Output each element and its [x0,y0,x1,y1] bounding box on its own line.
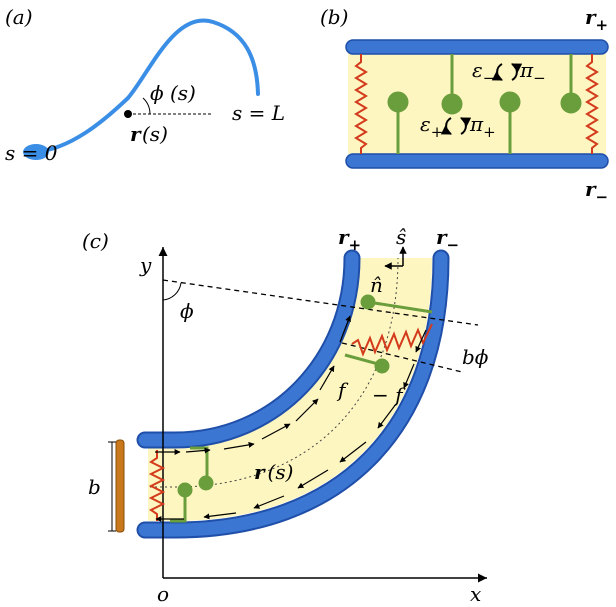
panel-b-label: (b) [320,5,348,29]
motor-head [198,475,214,491]
filament-bottom [345,153,609,169]
label-r-minus: r− [585,177,608,206]
label-minus-f: − f [372,383,406,407]
rate-arrow-plus-2 [460,117,472,135]
crosslinker-spring [351,323,433,357]
normal-line-2 [341,342,463,373]
label-r-plus: r+ [338,225,361,254]
label-pi-minus: π− [519,58,546,87]
phi-label: ϕ [180,299,194,323]
label-b-phi: bϕ [462,345,489,369]
n-hat-label: n̂ [370,273,383,297]
filament-top [345,39,609,55]
motor-head [387,91,409,113]
centerline [150,257,399,488]
s-hat-label: ŝ [396,225,406,249]
bent-bundle-fill [148,258,432,521]
crosslinker-spring [585,54,599,154]
motor-head [374,358,390,374]
panel-a-label: (a) [5,5,33,29]
x-axis-label: x [470,582,481,606]
crosslinker-spring [148,450,166,521]
panel-c-label: (c) [82,229,109,253]
rate-arrow-minus-2 [511,63,523,81]
normal-line-1 [162,279,479,326]
clamp [115,439,125,533]
motor-head [441,93,463,115]
origin-label: o [157,582,169,606]
label-r-minus: r− [436,225,459,254]
motor-head [177,482,193,498]
y-axis-label: y [139,253,152,277]
panel-b: (b) ε− π− ε+ π+ r+ r− [320,5,609,206]
label-pi-plus: π+ [469,112,496,141]
label-b: b [88,475,101,499]
label-eps-minus: ε− [472,58,495,87]
label-eps-plus: ε+ [420,112,443,141]
motor-head [560,92,582,114]
label-r: r [130,122,142,146]
crosslinker-spring [354,54,368,154]
label-r-s: r(s) [254,460,293,484]
filament-r-plus-core [138,251,359,447]
label-s-L: s = L [232,101,285,125]
phi-angle-arc [162,282,182,301]
label-r-arg: (s) [142,122,168,146]
angle-arc [142,97,151,115]
rate-arrow-minus-1 [491,63,503,81]
label-r-plus: r+ [585,5,608,34]
label-s-zero: s = 0 [5,141,58,165]
rate-arrow-plus-1 [440,117,452,135]
filament-head [23,144,49,160]
label-phi-s: ϕ (s) [150,81,196,105]
panel-c: (c) y x o ϕ [82,225,489,606]
filament-curve [32,18,260,154]
motor-head [499,91,521,113]
panel-a: (a) s = 0 ϕ (s) r (s) s = L [5,5,285,165]
motor-head [360,294,376,310]
filament-r-minus-core [138,251,448,537]
